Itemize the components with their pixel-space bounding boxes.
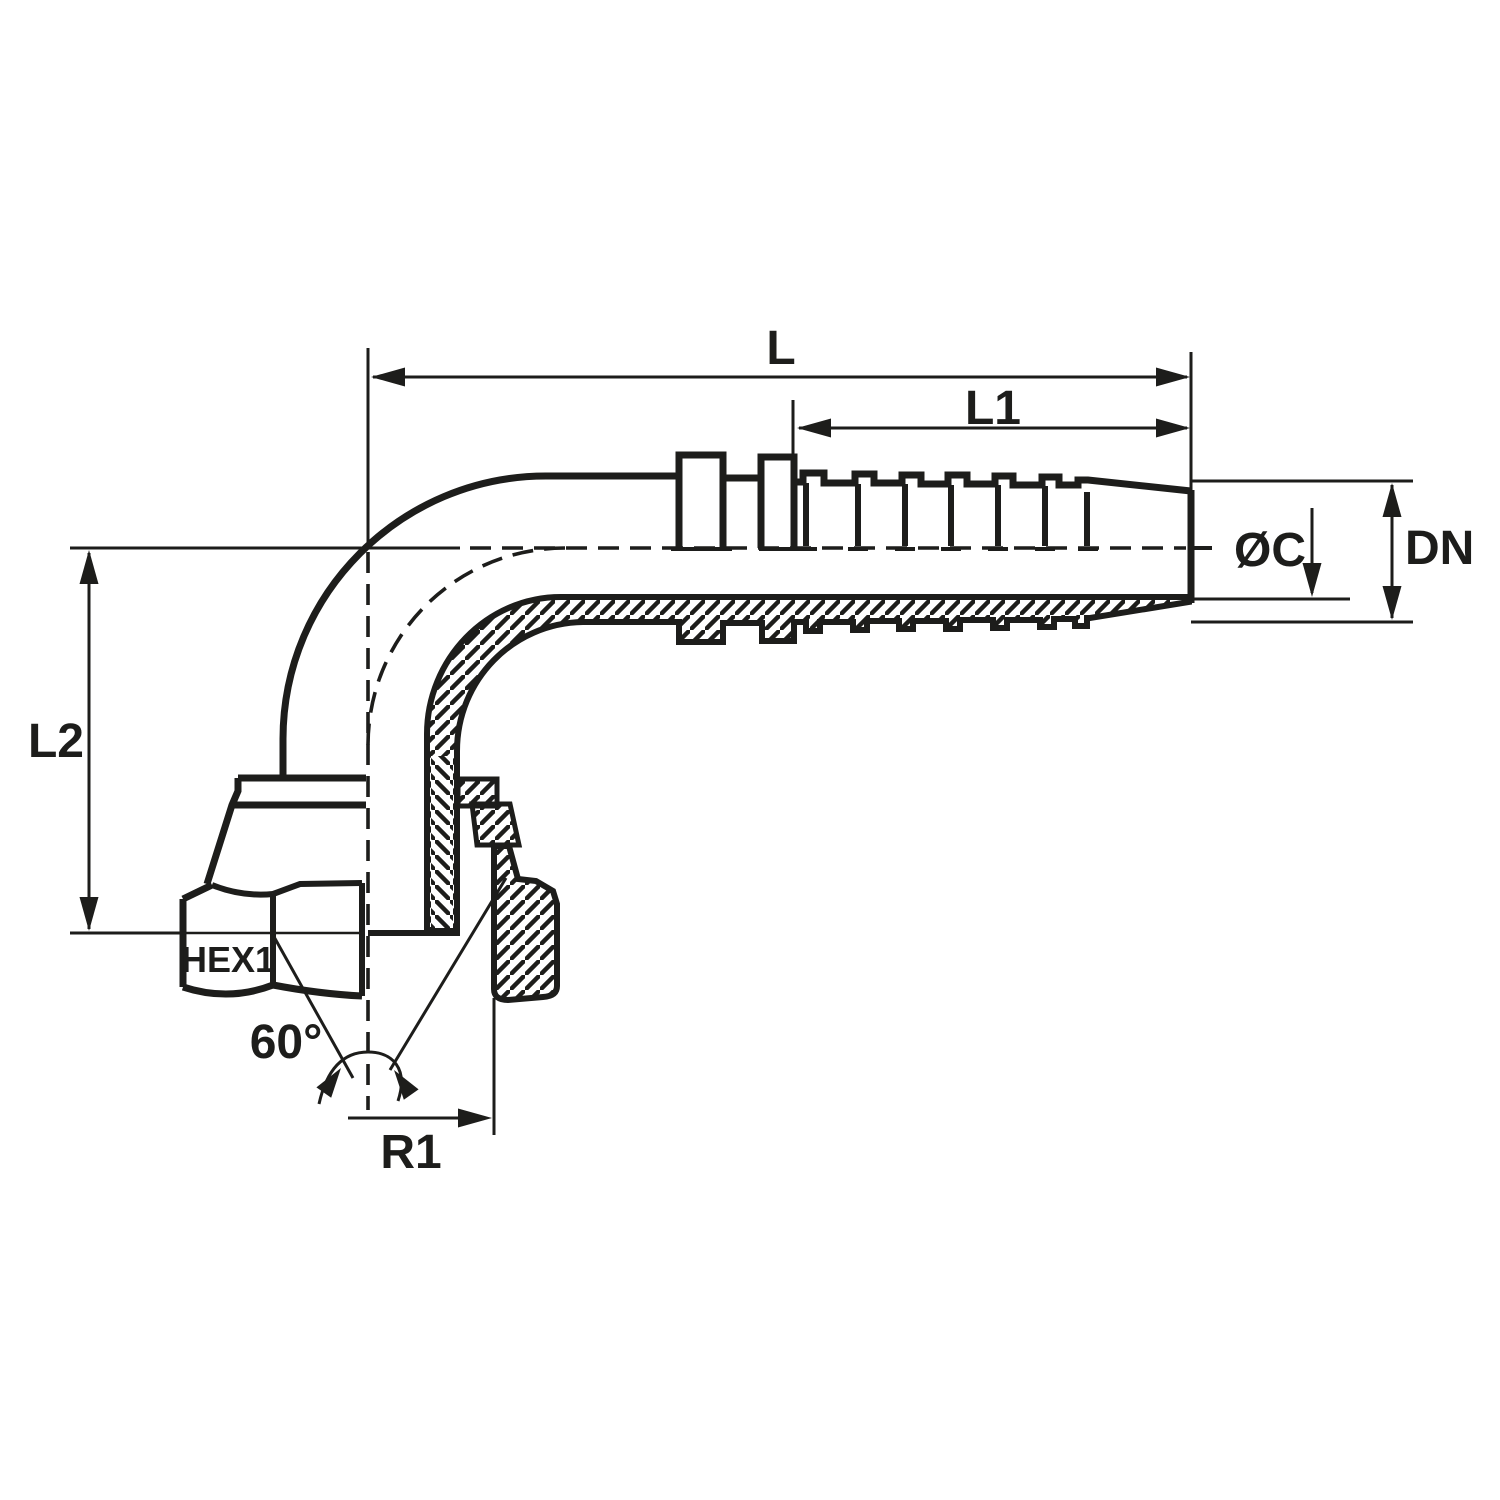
label-L2: L2 xyxy=(28,715,84,768)
cone-line-left xyxy=(271,934,355,1079)
arrowheads xyxy=(79,367,1402,1128)
label-DN: DN xyxy=(1405,522,1474,575)
nut-top-face1 xyxy=(210,882,274,898)
labels: L L1 L2 DN ØC HEX1 60° R1 xyxy=(28,322,1474,1179)
label-L: L xyxy=(766,322,795,375)
label-OC: ØC xyxy=(1234,524,1306,577)
cone-section xyxy=(469,801,523,848)
label-HEX1: HEX1 xyxy=(181,939,275,980)
arrow-L-right xyxy=(1156,367,1190,387)
barb-descenders xyxy=(803,483,1090,546)
label-60deg: 60° xyxy=(250,1016,323,1069)
nut-bottom-face1 xyxy=(181,981,275,998)
nut-bottom-face2 xyxy=(272,981,363,1000)
collar-1 xyxy=(675,451,727,548)
arrow-L1-right xyxy=(1156,418,1190,438)
hex-nut xyxy=(179,880,365,1000)
cone-line-right xyxy=(388,877,508,1071)
outer-bend-arc xyxy=(279,472,679,778)
body-section xyxy=(368,594,1192,1004)
collar-2 xyxy=(757,453,798,548)
extension-lines xyxy=(70,348,1413,1135)
arrow-L-left xyxy=(371,367,405,387)
centerline-bend-arc xyxy=(366,546,566,746)
barb-profile xyxy=(794,469,1192,495)
arrow-R1-right xyxy=(458,1108,492,1128)
wall-hatch-vertical xyxy=(431,756,453,928)
arrow-DN-bottom xyxy=(1382,586,1402,620)
outer-profile xyxy=(203,451,1195,886)
flange-cone-left-edge xyxy=(203,778,242,886)
arrow-60-left xyxy=(316,1068,341,1098)
label-L1: L1 xyxy=(965,382,1021,435)
centerlines xyxy=(366,546,1186,1110)
arrow-L2-bottom xyxy=(79,897,99,931)
nut-section xyxy=(491,843,560,1004)
tube-wall-section xyxy=(424,594,1192,933)
arrow-DN-top xyxy=(1382,483,1402,517)
arrow-OC-down xyxy=(1302,563,1322,597)
label-R1: R1 xyxy=(380,1126,441,1179)
arrow-60-right xyxy=(394,1070,419,1100)
arrow-L1-left xyxy=(797,418,831,438)
nut-top-face2 xyxy=(271,880,363,897)
arrow-L2-top xyxy=(79,550,99,584)
nut-top-chamfer xyxy=(181,881,214,903)
